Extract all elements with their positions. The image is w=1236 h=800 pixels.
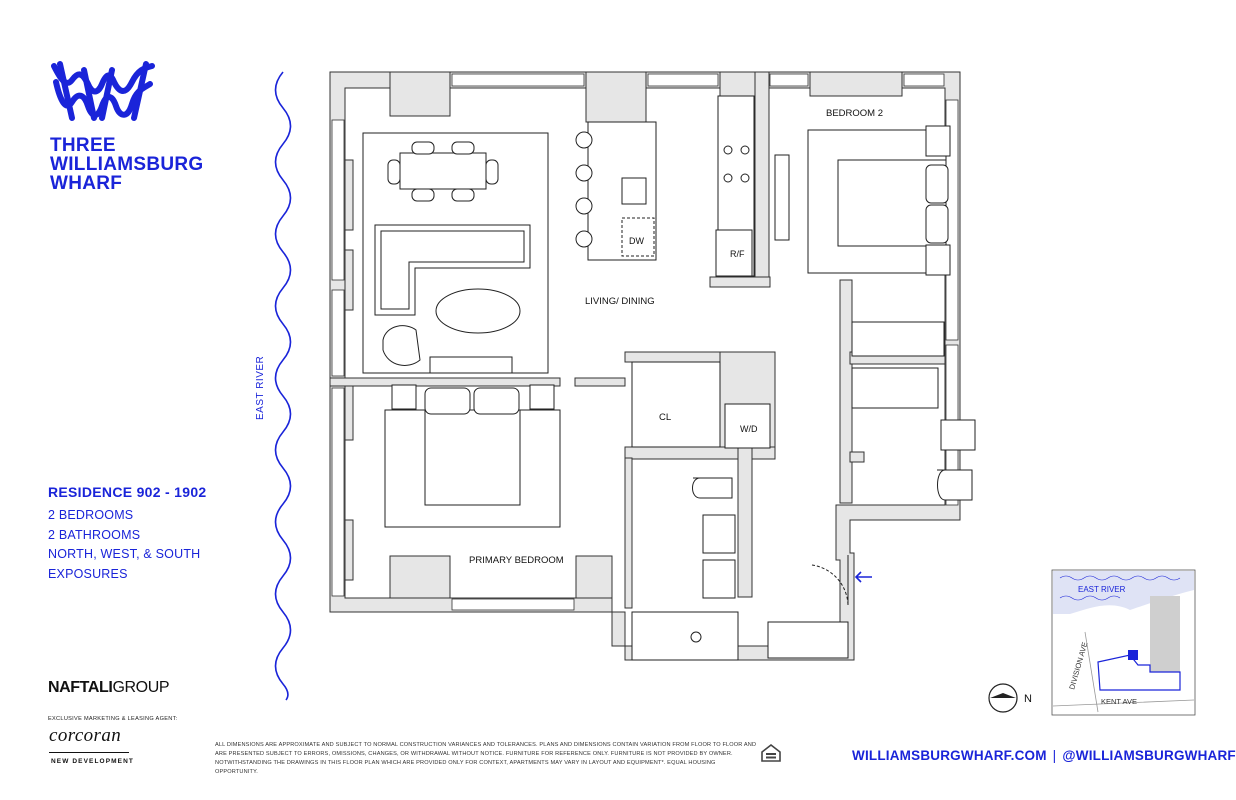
room-label-living: LIVING/ DINING — [585, 296, 655, 307]
bedroom-2-furniture — [774, 125, 951, 357]
corcoran-logo: corcoran — [49, 725, 122, 746]
entry-door — [811, 555, 849, 606]
room-label-primary: PRIMARY BEDROOM — [469, 555, 564, 566]
room-label-bedroom-2: BEDROOM 2 — [826, 108, 883, 119]
corcoran-divider — [49, 752, 129, 753]
primary-bedroom-furniture — [384, 384, 561, 528]
naftali-bold: NAFTALI — [48, 679, 113, 696]
social-handle-link[interactable]: @WILLIAMSBURGWHARF — [1062, 748, 1236, 763]
naftali-light: GROUP — [112, 679, 170, 696]
residence-detail: NORTH, WEST, & SOUTH — [48, 547, 201, 561]
keyplan-street-kent: KENT AVE — [1101, 697, 1137, 706]
brand-name: THREE WILLIAMSBURG WHARF — [50, 136, 203, 193]
brand-line-3: WHARF — [50, 173, 123, 194]
compass-label: N — [1024, 693, 1032, 705]
website-link[interactable]: WILLIAMSBURGWHARF.COM — [852, 748, 1047, 763]
residence-detail: EXPOSURES — [48, 566, 128, 581]
service-rooms — [631, 361, 976, 661]
footer-separator: | — [1052, 748, 1057, 763]
equal-housing-icon — [761, 743, 781, 762]
room-label-rf: R/F — [730, 249, 745, 259]
legal-disclaimer: ALL DIMENSIONS ARE APPROXIMATE AND SUBJE… — [215, 742, 757, 775]
living-furniture — [362, 132, 549, 374]
room-label-wd: W/D — [740, 424, 758, 434]
east-river-label: EAST RIVER — [255, 356, 266, 420]
river-wave-line — [274, 71, 292, 701]
residence-detail: 2 BEDROOMS — [48, 508, 134, 522]
footer-links: WILLIAMSBURGWHARF.COM | @WILLIAMSBURGWHARF — [852, 748, 1236, 763]
agent-label: EXCLUSIVE MARKETING & LEASING AGENT: — [48, 716, 178, 722]
naftali-group-logo: NAFTALIGROUP — [48, 679, 170, 697]
keyplan-river-label: EAST RIVER — [1078, 585, 1126, 594]
room-label-closet: CL — [659, 412, 671, 423]
brand-line-2: WILLIAMSBURG — [50, 154, 204, 175]
kitchen — [575, 95, 755, 277]
wavy-w-logo-icon — [51, 61, 155, 121]
brand-line-1: THREE — [50, 135, 116, 156]
residence-info: RESIDENCE 902 - 1902 2 BEDROOMS 2 BATHRO… — [48, 484, 207, 584]
room-label-dw: DW — [629, 236, 644, 246]
corcoran-sub: NEW DEVELOPMENT — [51, 758, 134, 765]
residence-title: RESIDENCE 902 - 1902 — [48, 484, 207, 500]
compass-needle-icon — [990, 693, 1016, 698]
entry-arrow-icon — [854, 571, 872, 583]
residence-detail: 2 BATHROOMS — [48, 527, 141, 542]
keyplan-map: EAST RIVER DIVISION AVE KENT AVE — [1051, 569, 1196, 716]
